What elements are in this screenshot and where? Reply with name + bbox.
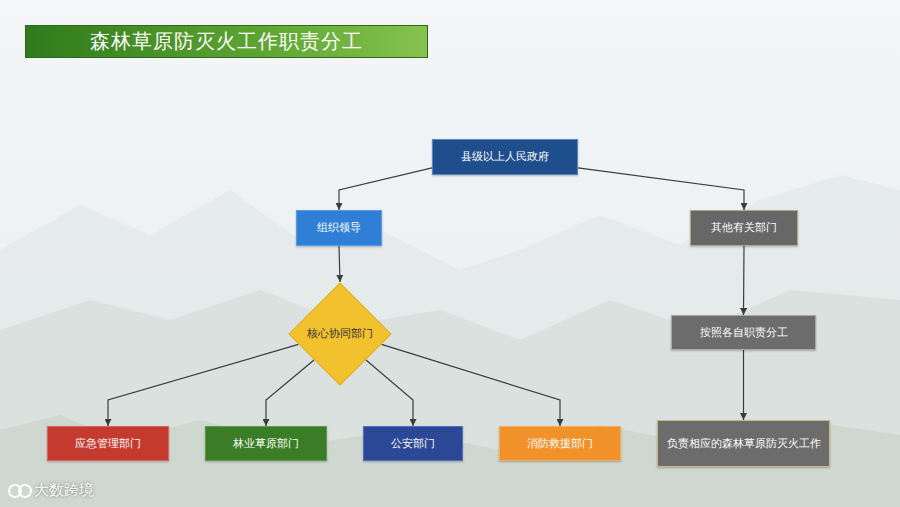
government-box: 县级以上人民政府 (432, 139, 578, 175)
department-box: 应急管理部门 (47, 426, 169, 461)
title-bar: 森林草原防灭火工作职责分工 (25, 25, 428, 58)
connector-arrow (339, 168, 432, 210)
process-box: 负责相应的森林草原防灭火工作 (657, 420, 830, 467)
node-text: 负责相应的森林草原防灭火工作 (667, 437, 821, 451)
connector-arrow (108, 344, 298, 426)
watermark-logo (8, 481, 32, 501)
department-box: 公安部门 (363, 426, 463, 461)
node-text: 林业草原部门 (233, 437, 299, 451)
node-text: 组织领导 (317, 221, 361, 235)
watermark: 大数跨境 (34, 481, 94, 500)
connector-arrow (382, 344, 560, 426)
node-text: 消防救援部门 (527, 437, 593, 451)
leadership-box: 组织领导 (296, 210, 382, 246)
connector-arrow (339, 246, 340, 282)
decision-diamond: 核心协同部门 (288, 282, 392, 386)
node-text: 应急管理部门 (75, 437, 141, 451)
node-text: 县级以上人民政府 (461, 150, 549, 164)
node-text: 公安部门 (391, 437, 435, 451)
node-text: 按照各自职责分工 (700, 326, 788, 340)
department-box: 消防救援部门 (499, 426, 621, 461)
connector-arrow (743, 246, 745, 315)
node-text: 其他有关部门 (711, 221, 777, 235)
connector-arrow (366, 360, 413, 426)
other-dept-box: 其他有关部门 (690, 210, 798, 246)
process-box: 按照各自职责分工 (671, 315, 816, 350)
connector-arrow (743, 350, 744, 420)
diamond-shape (289, 283, 391, 385)
connector-arrow (266, 360, 314, 426)
department-box: 林业草原部门 (205, 426, 327, 461)
node-text: 核心协同部门 (307, 327, 373, 341)
connector-arrow (578, 168, 744, 210)
